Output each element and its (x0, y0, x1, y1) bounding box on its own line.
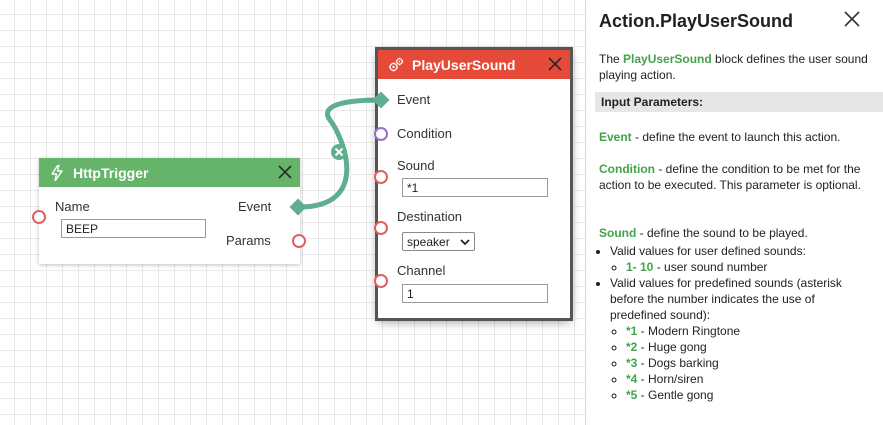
name-label: Name (55, 199, 90, 214)
list-item: *5 - Gentle gong (626, 387, 870, 403)
condition-input-label: Condition (397, 126, 452, 141)
channel-label: Channel (397, 263, 446, 278)
block-name: PlayUserSound (623, 52, 712, 66)
sound-param-desc: Sound - define the sound to be played. (599, 226, 808, 240)
sound-label: Sound (397, 158, 435, 173)
destination-select[interactable]: speaker (402, 232, 475, 251)
sound-input[interactable] (402, 178, 548, 197)
event-output-label: Event (238, 199, 272, 214)
remove-connection-icon[interactable] (331, 144, 347, 160)
event-param-desc: Event - define the event to launch this … (599, 130, 841, 144)
play-user-sound-title: PlayUserSound (412, 56, 516, 73)
list-item: *4 - Horn/siren (626, 371, 870, 387)
input-parameters-heading: Input Parameters: (595, 92, 883, 112)
list-item: *1 - Modern Ringtone (626, 323, 870, 339)
channel-input[interactable] (402, 284, 548, 303)
name-input[interactable] (61, 219, 206, 238)
list-item: 1- 10 - user sound number (626, 259, 870, 275)
list-item: Valid values for user defined sounds: 1-… (610, 243, 870, 275)
flow-canvas[interactable]: HttpTrigger Name Event Params PlayUser (0, 0, 585, 425)
close-icon[interactable] (276, 163, 294, 181)
lightning-icon (47, 163, 67, 183)
help-title: Action.PlayUserSound (599, 11, 794, 31)
event-connection-wire[interactable] (296, 97, 383, 210)
sound-values-list: Valid values for user defined sounds: 1-… (594, 243, 870, 403)
destination-label: Destination (397, 209, 463, 224)
play-user-sound-header[interactable]: PlayUserSound (378, 50, 570, 79)
close-icon[interactable] (843, 10, 861, 28)
destination-input-port[interactable] (374, 221, 388, 235)
name-input-port[interactable] (32, 210, 46, 224)
list-item: *2 - Huge gong (626, 339, 870, 355)
sound-input-port[interactable] (374, 170, 388, 184)
list-item: *3 - Dogs barking (626, 355, 870, 371)
params-output-label: Params (226, 233, 271, 248)
channel-input-port[interactable] (374, 274, 388, 288)
http-trigger-title: HttpTrigger (73, 164, 149, 181)
http-trigger-header[interactable]: HttpTrigger (39, 158, 300, 187)
params-output-port[interactable] (292, 234, 306, 248)
destination-value: speaker (407, 234, 450, 249)
help-intro: The PlayUserSound block defines the user… (599, 52, 868, 82)
help-panel: Action.PlayUserSound The PlayUserSound b… (585, 0, 883, 425)
condition-input-port[interactable] (374, 127, 388, 141)
condition-param-desc: Condition - define the condition to be m… (599, 162, 861, 192)
event-input-label: Event (397, 92, 431, 107)
gears-icon (386, 55, 406, 75)
close-icon[interactable] (546, 55, 564, 73)
http-trigger-node[interactable]: HttpTrigger Name Event Params (39, 158, 300, 264)
chevron-down-icon (460, 235, 470, 249)
play-user-sound-node[interactable]: PlayUserSound Event Condition Sound Dest… (378, 50, 570, 318)
list-item: Valid values for predefined sounds (aste… (610, 275, 870, 403)
